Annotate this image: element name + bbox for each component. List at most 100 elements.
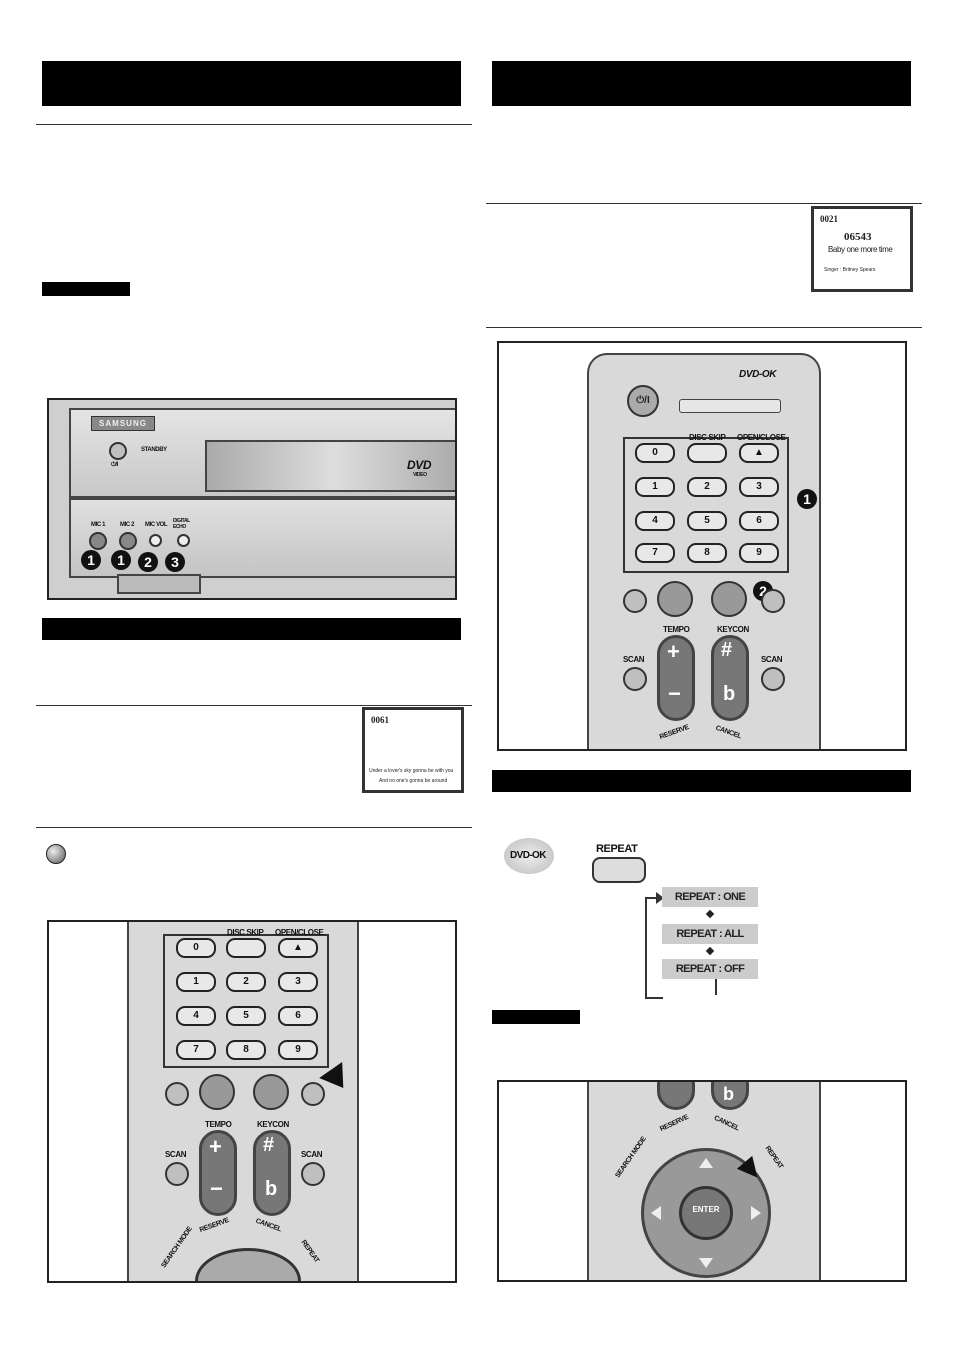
open-close-button[interactable]: ▲: [278, 938, 318, 958]
keycon-sharp-icon[interactable]: #: [263, 1134, 274, 1156]
left-remote-illustration: DISC SKIP OPEN/CLOSE 0 ▲ 1 2 3 4 5 6 7 8…: [47, 920, 457, 1283]
stop-button[interactable]: [199, 1074, 235, 1110]
right-rule-2: [486, 327, 922, 328]
digital-echo-knob[interactable]: [177, 534, 190, 547]
right-keycon-sharp-icon[interactable]: #: [721, 639, 732, 661]
power-button-symbol: ⏻/I: [636, 395, 650, 406]
front-panel-illustration: SAMSUNG ⏻/I STANDBY DVD VIDEO MIC 1 MIC …: [47, 398, 457, 600]
scan-left-label: SCAN: [165, 1150, 187, 1159]
right-subheading-bar: [492, 770, 911, 792]
right-tempo-plus-icon[interactable]: +: [667, 639, 680, 664]
enter-button[interactable]: ENTER: [679, 1186, 733, 1240]
nav-up-arrow-icon[interactable]: [699, 1158, 713, 1168]
dvd-ok-badge[interactable]: DVD-OK: [504, 838, 554, 874]
right-scan-right-label: SCAN: [761, 655, 783, 664]
right-key-3[interactable]: 3: [739, 477, 779, 497]
repeat-button-label: REPEAT: [596, 843, 638, 855]
right-key-2[interactable]: 2: [687, 477, 727, 497]
right-keycon-label: KEYCON: [717, 625, 749, 634]
key-0[interactable]: 0: [176, 938, 216, 958]
key-7[interactable]: 7: [176, 1040, 216, 1060]
right-key-4[interactable]: 4: [635, 511, 675, 531]
left-note-tag: [42, 282, 130, 296]
right-key-9[interactable]: 9: [739, 543, 779, 563]
tempo-rocker: [199, 1130, 237, 1216]
mic1-jack[interactable]: [89, 532, 107, 550]
mic2-jack[interactable]: [119, 532, 137, 550]
scan-right-label: SCAN: [301, 1150, 323, 1159]
right-skip-forward-button[interactable]: [761, 589, 785, 613]
scan-forward-button[interactable]: [301, 1162, 325, 1186]
right-play-pause-button[interactable]: [711, 581, 747, 617]
right-key-5[interactable]: 5: [687, 511, 727, 531]
right-tempo-minus-icon[interactable]: −: [668, 681, 681, 706]
right-key-1[interactable]: 1: [635, 477, 675, 497]
karaoke-track-number: 0021: [820, 214, 838, 224]
nav-down-arrow-icon[interactable]: [699, 1258, 713, 1268]
key-4[interactable]: 4: [176, 1006, 216, 1026]
disc-tray-foot: [117, 574, 201, 594]
power-symbol-label: ⏻/I: [111, 462, 118, 468]
power-button[interactable]: [109, 442, 127, 460]
right-scan-left-label: SCAN: [623, 655, 645, 664]
keycon-flat-icon[interactable]: b: [265, 1178, 277, 1200]
repeat-cycle-arrow-icon: [656, 892, 664, 904]
right-keycon-rocker: [711, 635, 749, 721]
callout-1b: 1: [111, 550, 131, 570]
nav-left-arrow-icon[interactable]: [651, 1206, 661, 1220]
key-2[interactable]: 2: [226, 972, 266, 992]
right-key-7[interactable]: 7: [635, 543, 675, 563]
skip-forward-button[interactable]: [301, 1082, 325, 1106]
enter-label: ENTER: [692, 1205, 720, 1214]
right-key-8[interactable]: 8: [687, 543, 727, 563]
key-1[interactable]: 1: [176, 972, 216, 992]
right-open-close-button[interactable]: ▲: [739, 443, 779, 463]
remote-display-window: [679, 399, 781, 413]
repeat-option-one: REPEAT : ONE: [662, 887, 758, 907]
right-skip-back-button[interactable]: [623, 589, 647, 613]
tempo-plus-icon[interactable]: +: [209, 1134, 222, 1159]
nav-zoom-illustration: b SEARCH MODE RESERVE CANCEL REPEAT ENTE…: [497, 1080, 907, 1282]
power-button-remote[interactable]: ⏻/I: [627, 385, 659, 417]
right-rule-1: [486, 203, 922, 204]
scan-back-button[interactable]: [165, 1162, 189, 1186]
right-disc-skip-label: DISC SKIP: [689, 433, 726, 442]
right-keycon-flat-icon[interactable]: b: [723, 683, 735, 705]
tempo-minus-icon[interactable]: −: [210, 1176, 223, 1201]
bullet-icon: [46, 844, 66, 864]
mic-vol-knob[interactable]: [149, 534, 162, 547]
open-close-label: OPEN/CLOSE: [275, 928, 324, 937]
nav-right-arrow-icon[interactable]: [751, 1206, 761, 1220]
disc-skip-button[interactable]: [226, 938, 266, 958]
karaoke-song-number: 06543: [844, 231, 872, 243]
left-rule-3: [36, 827, 472, 828]
digital-echo-label: DIGITAL ECHO: [173, 518, 190, 530]
key-6[interactable]: 6: [278, 1006, 318, 1026]
right-key-6[interactable]: 6: [739, 511, 779, 531]
callout-3: 3: [165, 552, 185, 572]
right-heading-bar: [492, 61, 911, 106]
key-3[interactable]: 3: [278, 972, 318, 992]
right-scan-back-button[interactable]: [623, 667, 647, 691]
play-pause-button[interactable]: [253, 1074, 289, 1110]
callout-2: 2: [138, 552, 158, 572]
display-window: [205, 440, 455, 492]
right-scan-forward-button[interactable]: [761, 667, 785, 691]
key-8[interactable]: 8: [226, 1040, 266, 1060]
right-stop-button[interactable]: [657, 581, 693, 617]
key-9[interactable]: 9: [278, 1040, 318, 1060]
repeat-button[interactable]: [592, 857, 646, 883]
right-remote-illustration: ⏻/I DVD-OK DISC SKIP OPEN/CLOSE 0 ▲ 1 2 …: [497, 341, 907, 751]
left-heading-rule: [36, 124, 472, 125]
right-tempo-rocker: [657, 635, 695, 721]
right-keypad-outline: [623, 437, 789, 573]
right-key-0[interactable]: 0: [635, 443, 675, 463]
key-5[interactable]: 5: [226, 1006, 266, 1026]
dvd-ok-badge-label: DVD-OK: [510, 850, 546, 861]
skip-back-button[interactable]: [165, 1082, 189, 1106]
dvd-logo: DVD: [407, 458, 432, 472]
right-disc-skip-button[interactable]: [687, 443, 727, 463]
right-tempo-label: TEMPO: [663, 625, 690, 634]
lyrics-line-2: And no one's gonna be around: [379, 778, 448, 784]
repeat-option-off: REPEAT : OFF: [662, 959, 758, 979]
